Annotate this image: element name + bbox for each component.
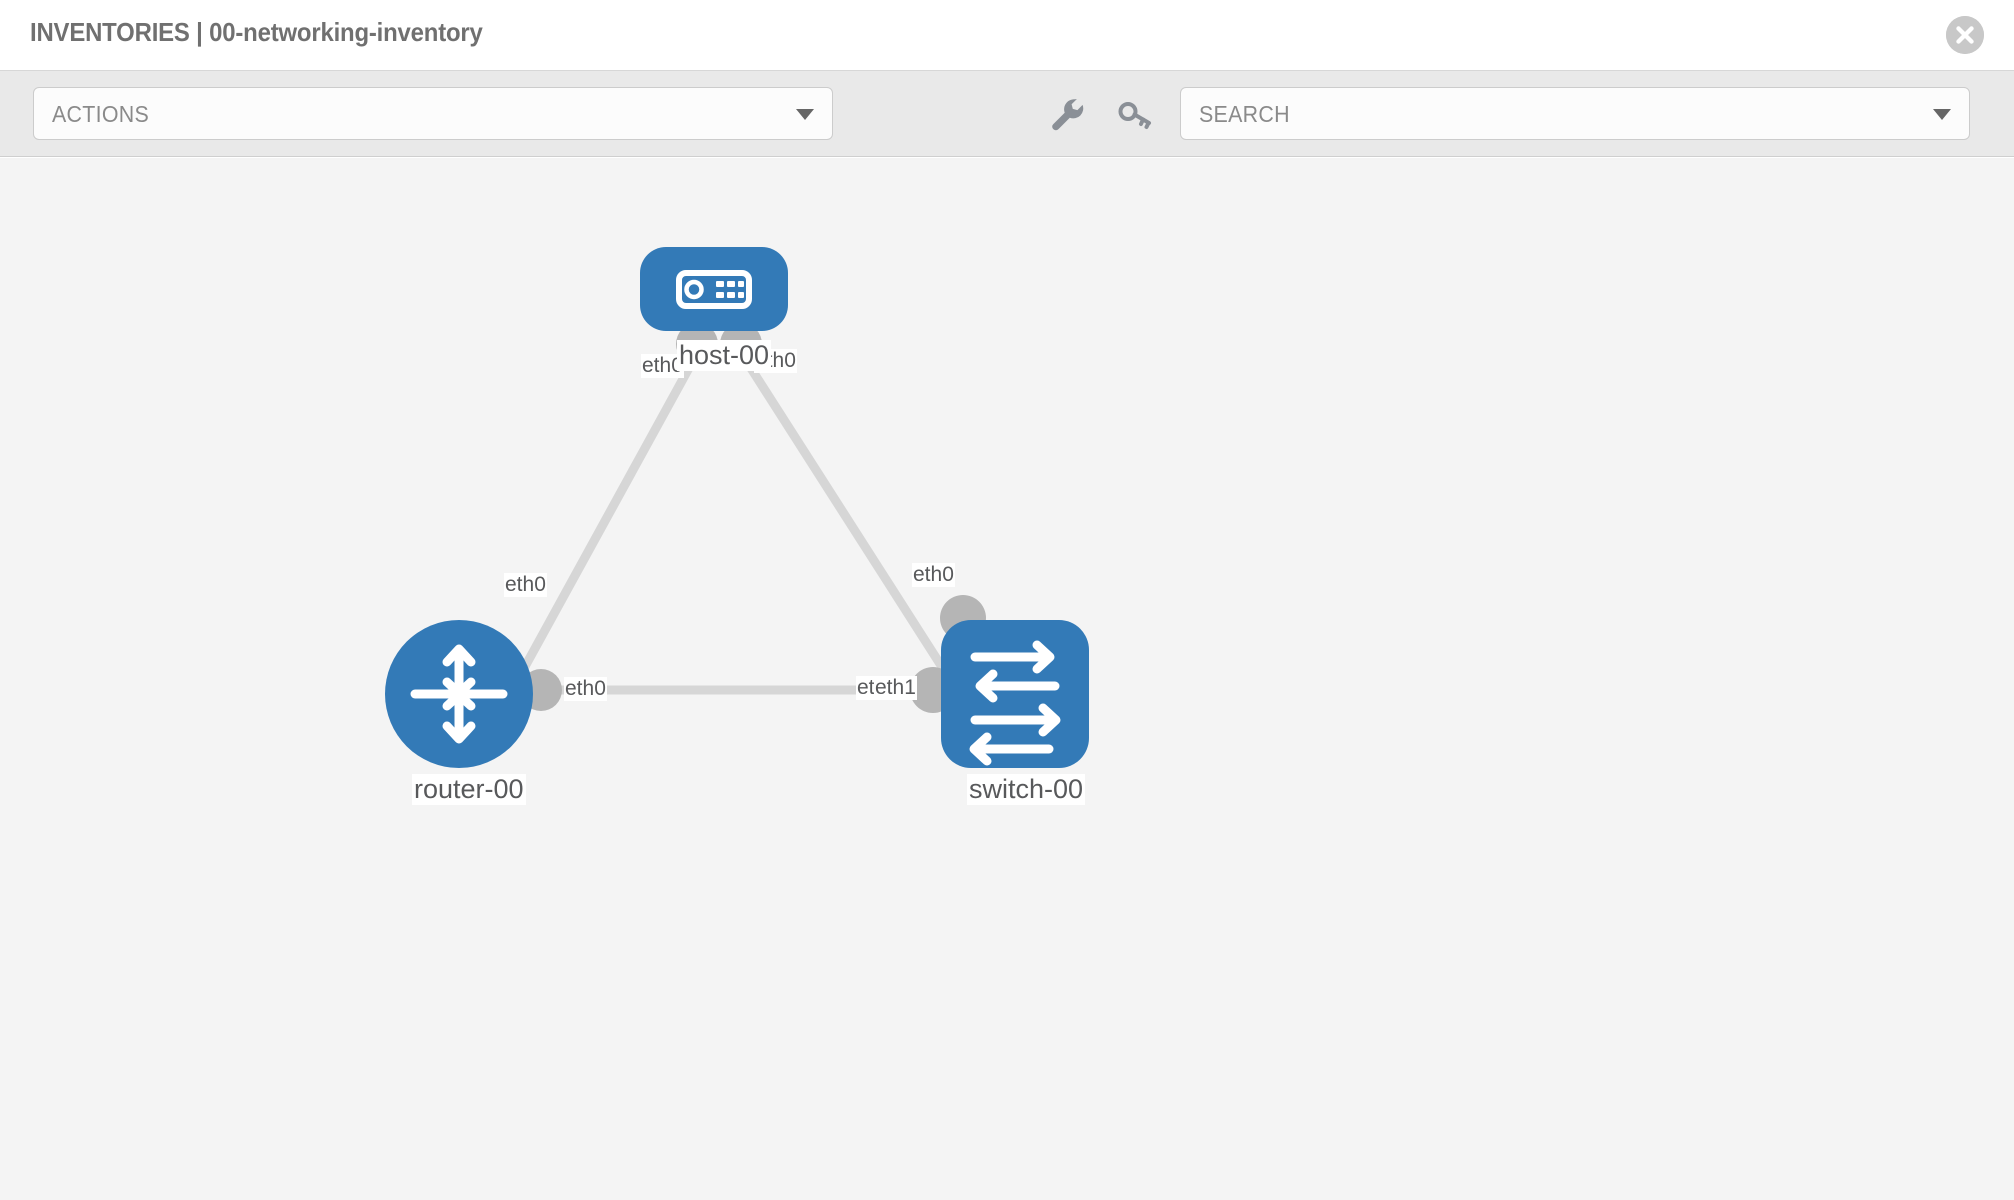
iface-label-router-eth0: eth0: [564, 677, 607, 702]
close-icon[interactable]: [1946, 16, 1984, 54]
toolbar: ACTIONS SEARCH: [0, 71, 2014, 157]
iface-label-router-uplink: eth0: [504, 573, 547, 598]
search-input[interactable]: SEARCH: [1180, 87, 1970, 140]
topology-graph: [385, 247, 1089, 768]
actions-dropdown-label: ACTIONS: [52, 101, 150, 127]
node-router-00: [385, 620, 533, 768]
search-placeholder-label: SEARCH: [1199, 101, 1290, 127]
page-title: INVENTORIES | 00-networking-inventory: [30, 17, 483, 47]
switch-arrows-icon: [969, 640, 1061, 766]
chevron-down-icon: [1933, 109, 1951, 120]
router-arrows-icon: [410, 644, 508, 744]
node-label-router-00: router-00: [412, 774, 526, 806]
topology-canvas[interactable]: eth0 eth0 eth0 eth0 eth0 eth0 eth1 host-…: [0, 158, 2014, 1200]
iface-label-host-left: eth0: [641, 354, 684, 379]
node-host-00: [640, 247, 788, 331]
actions-dropdown[interactable]: ACTIONS: [33, 87, 833, 140]
topology-connectors: [520, 323, 986, 713]
link-host-switch: [734, 345, 969, 706]
link-host-router: [501, 345, 704, 706]
iface-label-switch-eth1: eth1: [874, 676, 917, 701]
node-label-switch-00: switch-00: [967, 774, 1086, 806]
topology-links: [501, 345, 969, 706]
page-header: INVENTORIES | 00-networking-inventory: [0, 0, 2014, 71]
wrench-icon[interactable]: [1046, 93, 1088, 135]
key-icon[interactable]: [1114, 93, 1156, 135]
server-appliance-icon: [676, 270, 752, 309]
chevron-down-icon: [796, 109, 814, 120]
node-switch-00: [941, 620, 1089, 768]
node-label-host-00: host-00: [677, 340, 772, 372]
iface-label-switch-uplink: eth0: [912, 563, 955, 588]
